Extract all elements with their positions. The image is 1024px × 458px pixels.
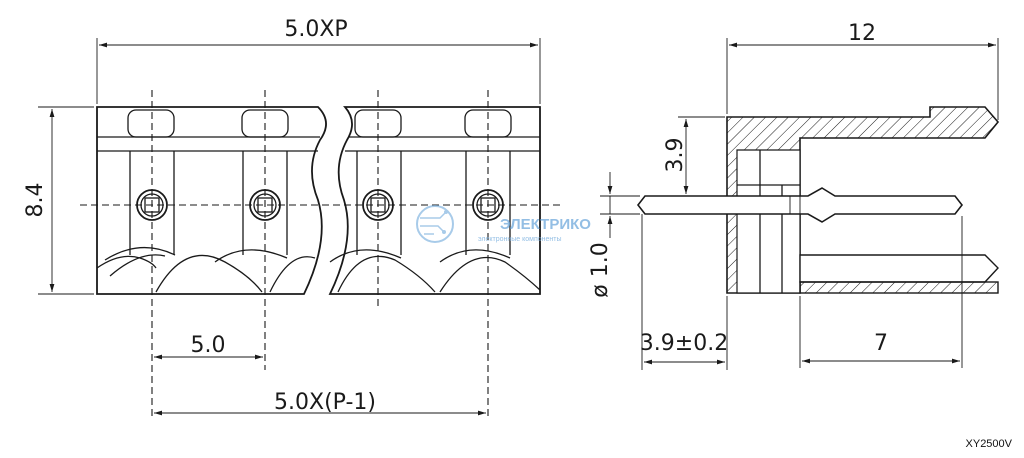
watermark: ЭЛЕКТРИКО электронные компоненты	[416, 205, 591, 243]
dim-depth: 12	[726, 21, 999, 120]
total-width-label: 5.0XP	[284, 17, 347, 42]
front-body-left	[96, 106, 327, 295]
dim-pin-diameter: ø 1.0	[588, 172, 640, 298]
front-view	[80, 90, 560, 420]
dim-pitch: 5.0	[154, 333, 263, 360]
depth-label: 12	[848, 21, 876, 46]
pin-diameter-label: ø 1.0	[588, 242, 613, 297]
pin-height-label: 3.9	[663, 138, 688, 173]
dim-total-width: 5.0XP	[96, 17, 541, 104]
watermark-subtitle: электронные компоненты	[478, 236, 562, 243]
dim-height: 8.4	[23, 106, 94, 295]
side-view	[636, 106, 1000, 294]
model-number: XY2500V	[966, 438, 1013, 450]
pin-span-label: 5.0X(P-1)	[274, 390, 376, 415]
dim-pin-offset: 3.9±0.2	[640, 214, 728, 370]
dim-pin-span: 5.0X(P-1)	[154, 390, 486, 416]
dim-body-depth: 7	[799, 216, 963, 368]
front-body-right	[328, 106, 541, 295]
watermark-title: ЭЛЕКТРИКО	[500, 216, 591, 233]
body-depth-label: 7	[874, 331, 888, 356]
pin-offset-label: 3.9±0.2	[640, 331, 728, 356]
pitch-label: 5.0	[191, 333, 226, 358]
dim-pin-height: 3.9	[663, 116, 725, 194]
height-label: 8.4	[23, 183, 48, 218]
circuit-globe-icon	[416, 205, 454, 243]
